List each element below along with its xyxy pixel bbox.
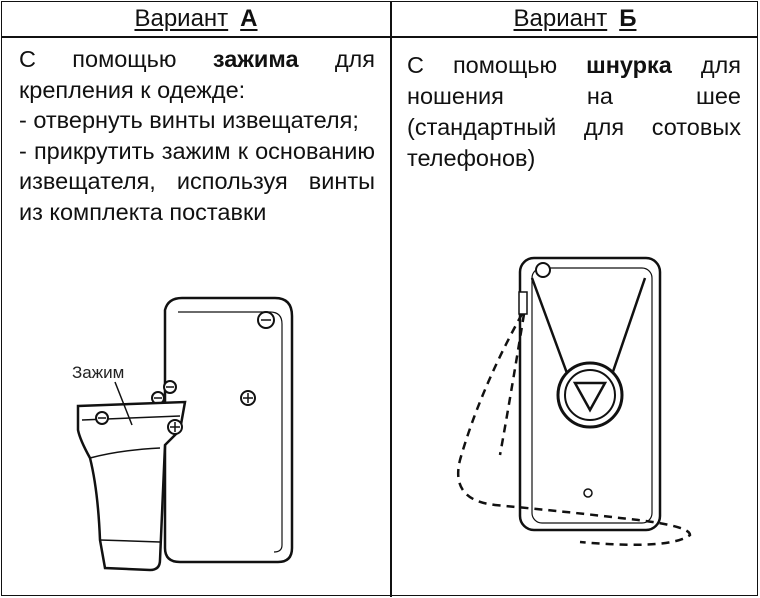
triangle-down-icon [572, 381, 608, 413]
variant-b-heading-letter: Б [619, 5, 637, 32]
variant-b-text: С помощью шнурка для ношения на шее (ста… [407, 50, 741, 174]
variant-b-heading-word: Вариант [513, 5, 608, 32]
lanyard-illustration [457, 256, 692, 547]
variant-a-step-1: - отвернуть винты извещателя; [19, 107, 359, 133]
screw-icon [163, 380, 177, 394]
header-divider [1, 36, 758, 38]
variant-a-heading-letter: А [240, 5, 258, 32]
variant-a-heading: Вариант А [3, 3, 389, 35]
variant-b-intro-bold: шнурка [586, 52, 672, 78]
variant-b-intro-pre: С помощью [407, 52, 587, 78]
variant-a-intro: С помощью зажима для крепления к одежде: [19, 44, 375, 105]
variant-a-intro-post: для крепления к одежде: [19, 46, 375, 103]
variant-b-intro: С помощью шнурка для ношения на шее (ста… [407, 50, 741, 174]
variant-a-intro-bold: зажима [212, 46, 299, 72]
variant-b-intro-post: для ношения на шее (стандартный для сото… [407, 52, 741, 171]
variant-a-step-2: - прикрутить зажим к основанию извещател… [19, 137, 375, 225]
variant-a-heading-word: Вариант [134, 5, 229, 32]
screw-icon [240, 390, 256, 406]
variant-a-intro-pre: С помощью [19, 46, 213, 72]
screw-icon [167, 419, 183, 435]
clip-label: Зажим [72, 363, 124, 382]
variant-a-text: С помощью зажима для крепления к одежде:… [19, 44, 375, 227]
variant-b-heading: Вариант Б [393, 3, 757, 35]
screw-icon [95, 411, 109, 425]
clip-mount-illustration: Зажим [72, 296, 294, 572]
column-divider [390, 1, 392, 597]
